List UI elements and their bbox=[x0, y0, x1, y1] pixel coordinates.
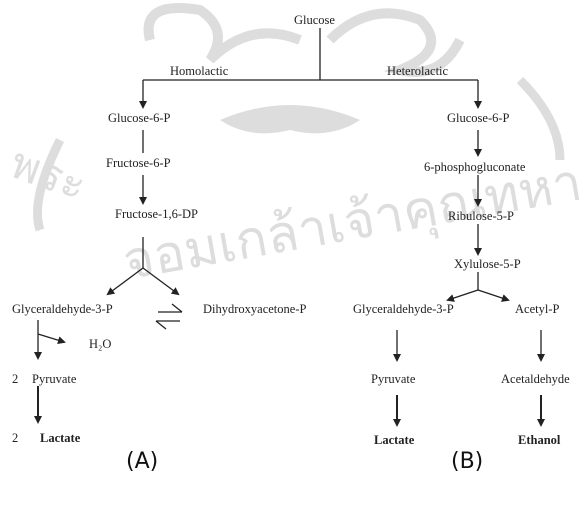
arrow-water-release-a bbox=[37, 333, 66, 345]
arrow-split-g3p-a bbox=[106, 267, 144, 296]
a-dihydroxyacetone-p-label: Dihydroxyacetone-P bbox=[203, 302, 307, 316]
arrow-split-dhap-a bbox=[142, 267, 180, 296]
a-pyruvate-label: Pyruvate bbox=[32, 372, 77, 386]
b-glucose-6-p-label: Glucose-6-P bbox=[447, 111, 510, 125]
arrow-split-acetylp-b bbox=[477, 289, 510, 302]
b-6-phosphogluconate-label: 6-phosphogluconate bbox=[424, 160, 526, 174]
a-lactate-coef: 2 bbox=[12, 431, 19, 445]
b-glyceraldehyde-3-p-label: Glyceraldehyde-3-P bbox=[353, 302, 454, 316]
heterolactic-label: Heterolactic bbox=[387, 64, 449, 78]
caption-a: (A) bbox=[126, 449, 159, 474]
b-xylulose-5-p-label: Xylulose-5-P bbox=[454, 257, 521, 271]
a-glyceraldehyde-3-p-label: Glyceraldehyde-3-P bbox=[12, 302, 113, 316]
b-lactate-label: Lactate bbox=[374, 433, 415, 447]
a-glucose-6-p-label: Glucose-6-P bbox=[108, 111, 171, 125]
a-pyruvate-coef: 2 bbox=[12, 372, 19, 386]
b-acetaldehyde-label: Acetaldehyde bbox=[501, 372, 570, 386]
b-ethanol-label: Ethanol bbox=[518, 433, 561, 447]
glucose-label: Glucose bbox=[294, 13, 335, 27]
arrow-split-g3p-b bbox=[446, 289, 479, 302]
a-water-label: H₂O bbox=[89, 337, 112, 351]
a-fructose-6-p-label: Fructose-6-P bbox=[106, 156, 171, 170]
b-ribulose-5-p-label: Ribulose-5-P bbox=[448, 209, 514, 223]
a-lactate-label: Lactate bbox=[40, 431, 81, 445]
homolactic-label: Homolactic bbox=[170, 64, 229, 78]
b-acetyl-p-label: Acetyl-P bbox=[515, 302, 560, 316]
a-fructose-1-6-dp-label: Fructose-1,6-DP bbox=[115, 207, 198, 221]
caption-b: (B) bbox=[451, 449, 484, 474]
b-pyruvate-label: Pyruvate bbox=[371, 372, 416, 386]
